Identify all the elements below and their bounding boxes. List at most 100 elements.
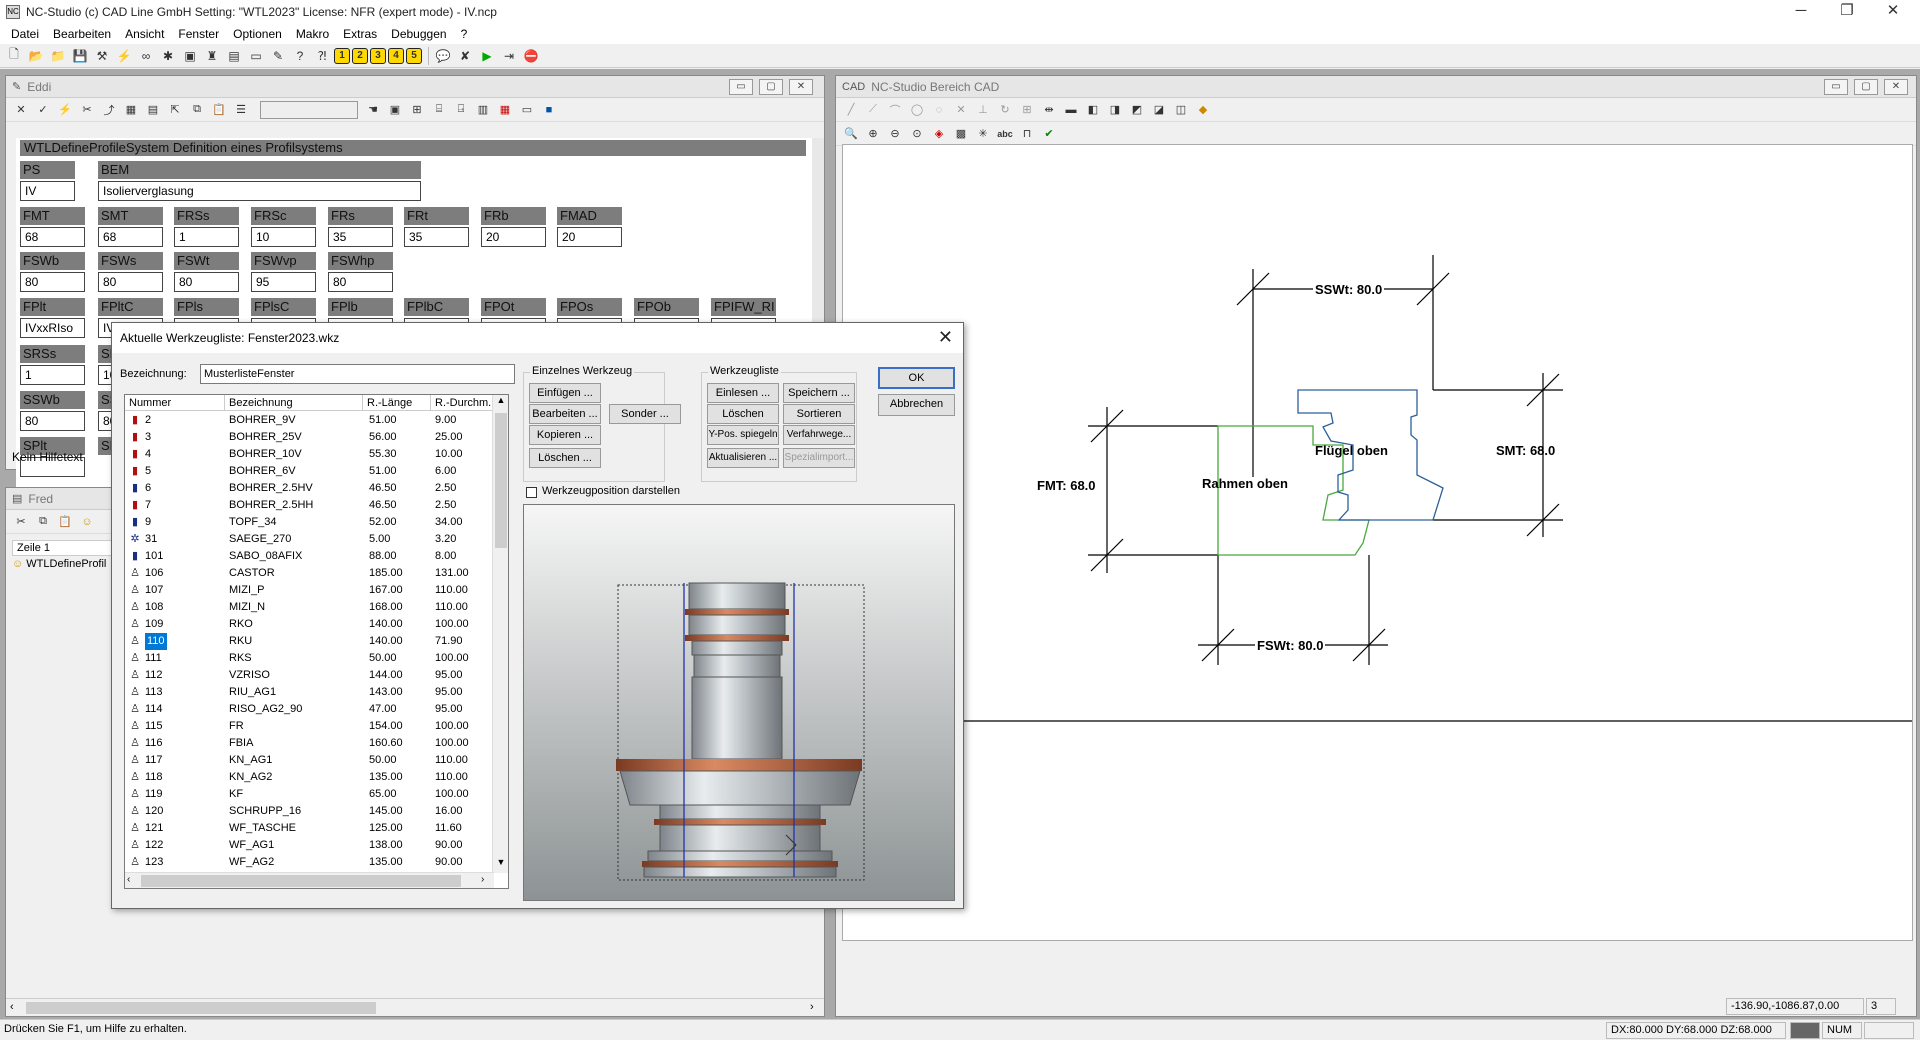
field-fsws[interactable]: 80 <box>98 272 163 292</box>
fred-hscrollbar[interactable]: ‹ › <box>6 998 824 1016</box>
col-durchm[interactable]: R.-Durchm. <box>431 395 493 411</box>
table-row[interactable]: ♙119KF65.00100.00 <box>125 786 493 803</box>
help-icon[interactable]: ? <box>290 46 310 66</box>
frame-icon[interactable]: ⌸ <box>430 101 448 119</box>
aktualisieren-button[interactable]: Aktualisieren ... <box>707 448 779 468</box>
table-row[interactable]: ♙120SCHRUPP_16145.0016.00 <box>125 803 493 820</box>
grid-icon[interactable]: ⊞ <box>1018 101 1036 119</box>
table-row[interactable]: ♙114RISO_AG2_9047.0095.00 <box>125 701 493 718</box>
spezialimport-button[interactable]: Spezialimport... <box>783 448 855 468</box>
speichern-button[interactable]: Speichern ... <box>783 383 855 403</box>
einfuegen-button[interactable]: Einfügen ... <box>529 383 601 403</box>
table-row[interactable]: ▮2BOHRER_9V51.009.00 <box>125 412 493 429</box>
cad-drawing-area[interactable]: SSWt: 80.0 SMT: 68.0 FMT: 68.0 FSWt: 80.… <box>842 144 1913 941</box>
grid-icon[interactable]: ▦ <box>122 101 140 119</box>
close-icon[interactable]: ✕ <box>12 101 30 119</box>
col-nummer[interactable]: Nummer <box>125 395 225 411</box>
line-icon[interactable]: ╱ <box>842 101 860 119</box>
table-row[interactable]: ▮5BOHRER_6V51.006.00 <box>125 463 493 480</box>
table-row[interactable]: ♙113RIU_AG1143.0095.00 <box>125 684 493 701</box>
new-file-icon[interactable]: 🗋 <box>4 46 24 66</box>
wand-icon[interactable]: ⚡ <box>114 46 134 66</box>
eddi-minimize-button[interactable]: ▭ <box>729 79 753 95</box>
field-smt[interactable]: 68 <box>98 227 163 247</box>
eddi-close-button[interactable]: ✕ <box>789 79 813 95</box>
rotate-icon[interactable]: ↻ <box>996 101 1014 119</box>
table-row[interactable]: ▮6BOHRER_2.5HV46.502.50 <box>125 480 493 497</box>
fred-tree-item[interactable]: ☺ WTLDefineProfil <box>12 556 122 572</box>
check-icon[interactable]: ✔ <box>1040 125 1058 143</box>
minimize-button[interactable]: ─ <box>1778 0 1824 24</box>
menu-ansicht[interactable]: Ansicht <box>118 27 171 41</box>
table-row[interactable]: ♙122WF_AG1138.0090.00 <box>125 837 493 854</box>
field-frs[interactable]: 35 <box>328 227 393 247</box>
scroll-up-icon[interactable]: ▲ <box>494 395 508 409</box>
run-debug-icon[interactable]: ✘ <box>455 46 475 66</box>
table-row[interactable]: ✲31SAEGE_2705.003.20 <box>125 531 493 548</box>
abbrechen-button[interactable]: Abbrechen <box>878 394 955 416</box>
field-srss[interactable]: 1 <box>20 365 85 385</box>
menu-datei[interactable]: Datei <box>4 27 46 41</box>
list-hscroll-thumb[interactable] <box>141 875 461 887</box>
save-icon[interactable]: 💾 <box>70 46 90 66</box>
field-frsc[interactable]: 10 <box>251 227 316 247</box>
table-row[interactable]: ♙108MIZI_N168.00110.00 <box>125 599 493 616</box>
ypos-spiegeln-button[interactable]: Y-Pos. spiegeln <box>707 425 779 445</box>
frame-red-icon[interactable]: ▦ <box>496 101 514 119</box>
stop-icon[interactable]: ⛔ <box>521 46 541 66</box>
list-vscroll-thumb[interactable] <box>495 413 507 548</box>
field-frb[interactable]: 20 <box>481 227 546 247</box>
export-icon[interactable]: ▣ <box>180 46 200 66</box>
copy-icon[interactable]: ⧉ <box>34 513 52 531</box>
color-icon[interactable]: ◆ <box>1194 101 1212 119</box>
einlesen-button[interactable]: Einlesen ... <box>707 383 779 403</box>
table-row[interactable]: ♙106CASTOR185.00131.00 <box>125 565 493 582</box>
menu-debuggen[interactable]: Debuggen <box>384 27 453 41</box>
macro-3-button[interactable]: 3 <box>370 48 386 64</box>
open-folder-icon[interactable]: 📂 <box>26 46 46 66</box>
bug-icon[interactable]: ✱ <box>158 46 178 66</box>
cut-icon[interactable]: ✂ <box>12 513 30 531</box>
window-icon[interactable]: ▣ <box>386 101 404 119</box>
cad-minimize-button[interactable]: ▭ <box>1824 79 1848 95</box>
dialog-close-icon[interactable]: ✕ <box>938 327 953 348</box>
loeschen-tool-button[interactable]: Löschen ... <box>529 448 601 468</box>
werkzeugposition-checkbox[interactable] <box>526 487 537 498</box>
menu-fenster[interactable]: Fenster <box>171 27 226 41</box>
bearbeiten-button[interactable]: Bearbeiten ... <box>529 404 601 424</box>
list-hscrollbar[interactable]: ‹ › <box>125 872 494 888</box>
table-row[interactable]: ▮7BOHRER_2.5HH46.502.50 <box>125 497 493 514</box>
export-icon[interactable]: ⇱ <box>166 101 184 119</box>
list-icon[interactable]: ☰ <box>232 101 250 119</box>
macro-4-button[interactable]: 4 <box>388 48 404 64</box>
circle-icon[interactable]: ◯ <box>908 101 926 119</box>
menu-optionen[interactable]: Optionen <box>226 27 289 41</box>
sonder-button[interactable]: Sonder ... <box>609 404 681 424</box>
check-icon[interactable]: ✓ <box>34 101 52 119</box>
field-fswt[interactable]: 80 <box>174 272 239 292</box>
field-fswvp[interactable]: 95 <box>251 272 316 292</box>
table-row[interactable]: ♙112VZRISO144.0095.00 <box>125 667 493 684</box>
hatch-icon[interactable]: ▬ <box>1062 101 1080 119</box>
perp-icon[interactable]: ⊥ <box>974 101 992 119</box>
macro-1-button[interactable]: 1 <box>334 48 350 64</box>
menu-help[interactable]: ? <box>454 27 475 41</box>
field-fswb[interactable]: 80 <box>20 272 85 292</box>
view5-icon[interactable]: ◫ <box>1172 101 1190 119</box>
menu-extras[interactable]: Extras <box>336 27 384 41</box>
kopieren-button[interactable]: Kopieren ... <box>529 425 601 445</box>
table-row[interactable]: ▮4BOHRER_10V55.3010.00 <box>125 446 493 463</box>
zoom-out-icon[interactable]: ⊖ <box>886 125 904 143</box>
eddi-search-input[interactable] <box>260 101 358 119</box>
glasses-icon[interactable]: ∞ <box>136 46 156 66</box>
table-row[interactable]: ♙115FR154.00100.00 <box>125 718 493 735</box>
view3-icon[interactable]: ◩ <box>1128 101 1146 119</box>
macro-2-button[interactable]: 2 <box>352 48 368 64</box>
table-row[interactable]: ♙107MIZI_P167.00110.00 <box>125 582 493 599</box>
machine-icon[interactable]: ▤ <box>224 46 244 66</box>
snap-icon[interactable]: ✳ <box>974 125 992 143</box>
eddi-maximize-button[interactable]: ▢ <box>759 79 783 95</box>
table-row[interactable]: ♙111RKS50.00100.00 <box>125 650 493 667</box>
polyline-icon[interactable]: ⟋ <box>864 101 882 119</box>
fit-icon[interactable]: ▩ <box>952 125 970 143</box>
